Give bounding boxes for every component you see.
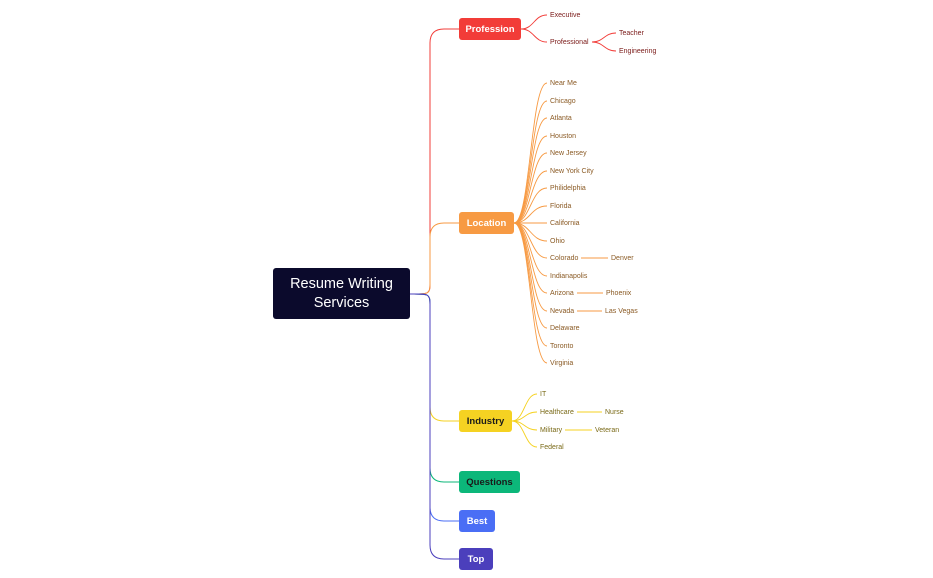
location-item[interactable]: California <box>550 219 580 227</box>
root-node[interactable]: Resume Writing Services <box>273 268 410 319</box>
connector-line <box>410 28 459 295</box>
location-item[interactable]: Houston <box>550 132 577 140</box>
connector-line <box>513 222 548 329</box>
branch-best-label: Best <box>466 515 488 527</box>
location-item[interactable]: Florida <box>550 202 572 210</box>
root-label-line1: Resume Writing <box>290 275 393 292</box>
location-item[interactable]: Indianapolis <box>550 272 588 280</box>
branch-top[interactable]: Top <box>459 548 493 570</box>
location-item[interactable]: Colorado <box>550 254 579 262</box>
branch-profession[interactable]: Profession <box>459 18 521 40</box>
connector-line <box>511 420 538 448</box>
branch-industry[interactable]: Industry <box>459 410 512 432</box>
location-item[interactable]: Nevada <box>550 307 575 315</box>
industry-subitem[interactable]: Nurse <box>605 408 624 416</box>
connector-line <box>513 152 548 224</box>
connector-line <box>410 222 459 295</box>
connector-line <box>511 393 538 422</box>
connector-line <box>513 82 548 224</box>
branch-best[interactable]: Best <box>459 510 495 532</box>
branch-top-label: Top <box>467 553 485 565</box>
connector-line <box>513 100 548 224</box>
industry-item[interactable]: Military <box>540 426 563 434</box>
industry-subitem[interactable]: Veteran <box>595 426 620 434</box>
connector-line <box>410 293 459 522</box>
branch-profession-label: Profession <box>465 23 515 35</box>
location-item[interactable]: New York City <box>550 167 594 175</box>
location-item[interactable]: Arizona <box>550 289 574 297</box>
branch-location-label: Location <box>466 217 507 229</box>
location-item[interactable]: Philidelphia <box>550 184 586 192</box>
location-subitem[interactable]: Phoenix <box>606 289 632 297</box>
location-subitem[interactable]: Denver <box>611 254 634 262</box>
profession-item[interactable]: Professional <box>550 38 589 46</box>
profession-subitem[interactable]: Engineering <box>619 47 657 55</box>
connector-line <box>410 293 459 560</box>
connector-line <box>513 222 548 364</box>
connector-line <box>513 187 548 224</box>
location-item[interactable]: Delaware <box>550 324 580 332</box>
location-item[interactable]: Near Me <box>550 79 577 87</box>
location-item[interactable]: Atlanta <box>550 114 572 122</box>
branch-industry-label: Industry <box>466 415 505 427</box>
connector-line <box>513 222 548 312</box>
location-item[interactable]: Toronto <box>550 342 574 350</box>
connector-line <box>410 293 459 483</box>
branch-questions[interactable]: Questions <box>459 471 520 493</box>
connector-line <box>520 14 548 30</box>
profession-subitem[interactable]: Teacher <box>619 29 644 37</box>
connector-line <box>591 41 617 52</box>
connector-line <box>513 135 548 224</box>
branch-location[interactable]: Location <box>459 212 514 234</box>
connector-line <box>410 293 459 422</box>
branch-questions-label: Questions <box>466 476 513 488</box>
industry-item[interactable]: Healthcare <box>540 408 574 416</box>
connector-line <box>513 117 548 224</box>
profession-item[interactable]: Executive <box>550 11 581 19</box>
location-item[interactable]: New Jersey <box>550 149 587 157</box>
connector-line <box>520 28 548 43</box>
industry-item[interactable]: IT <box>540 390 547 398</box>
connector-line <box>513 205 548 224</box>
industry-item[interactable]: Federal <box>540 443 564 451</box>
location-item[interactable]: Ohio <box>550 237 565 245</box>
root-label-line2: Services <box>313 294 370 311</box>
connector-line <box>591 32 617 43</box>
location-subitem[interactable]: Las Vegas <box>605 307 638 315</box>
connector-line <box>511 411 538 422</box>
location-item[interactable]: Virginia <box>550 359 574 367</box>
location-item[interactable]: Chicago <box>550 97 576 105</box>
